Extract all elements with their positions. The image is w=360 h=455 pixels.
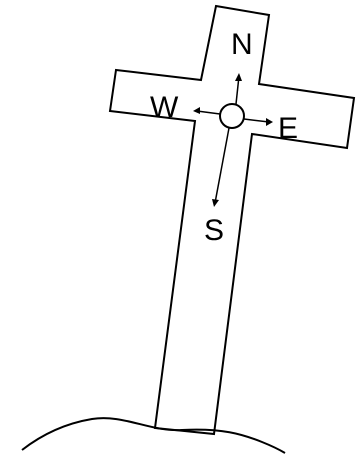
east-label: E — [278, 112, 298, 145]
ground-line — [22, 418, 285, 453]
south-label: S — [204, 214, 224, 247]
cross-post-outline — [110, 6, 354, 434]
north-label: N — [231, 28, 253, 61]
compass-center-circle — [220, 104, 244, 128]
west-label: W — [150, 91, 179, 124]
